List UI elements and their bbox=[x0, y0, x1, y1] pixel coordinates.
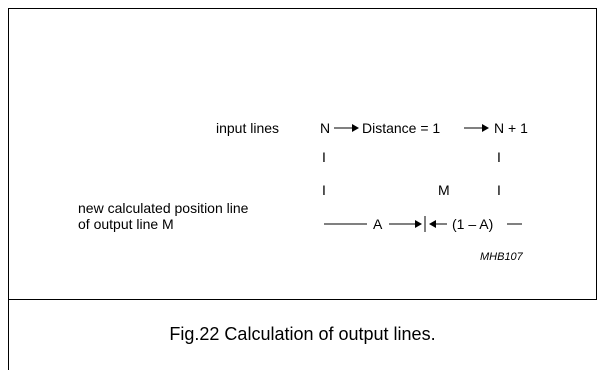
figure-caption: Fig.22 Calculation of output lines. bbox=[169, 324, 436, 344]
input-lines-label: input lines bbox=[216, 120, 280, 136]
line-n-plus-1-label: N + 1 bbox=[494, 120, 528, 136]
new-position-label-line1: new calculated position line bbox=[78, 200, 249, 216]
figure-frame bbox=[8, 8, 597, 300]
tick-n1-upper: I bbox=[497, 149, 501, 165]
segment-a-label: A bbox=[373, 216, 383, 232]
tick-n1-lower: I bbox=[497, 182, 501, 198]
line-n-label: N bbox=[320, 120, 331, 136]
tick-n-lower: I bbox=[322, 182, 326, 198]
distance-label: Distance = 1 bbox=[362, 120, 441, 136]
tick-n-upper: I bbox=[322, 149, 326, 165]
page-left-border bbox=[8, 299, 9, 370]
new-position-label-line2: of output line M bbox=[78, 216, 174, 232]
m-label: M bbox=[438, 182, 450, 198]
segment-one-minus-a-label: (1 – A) bbox=[452, 216, 494, 232]
figure-code: MHB107 bbox=[480, 251, 523, 263]
